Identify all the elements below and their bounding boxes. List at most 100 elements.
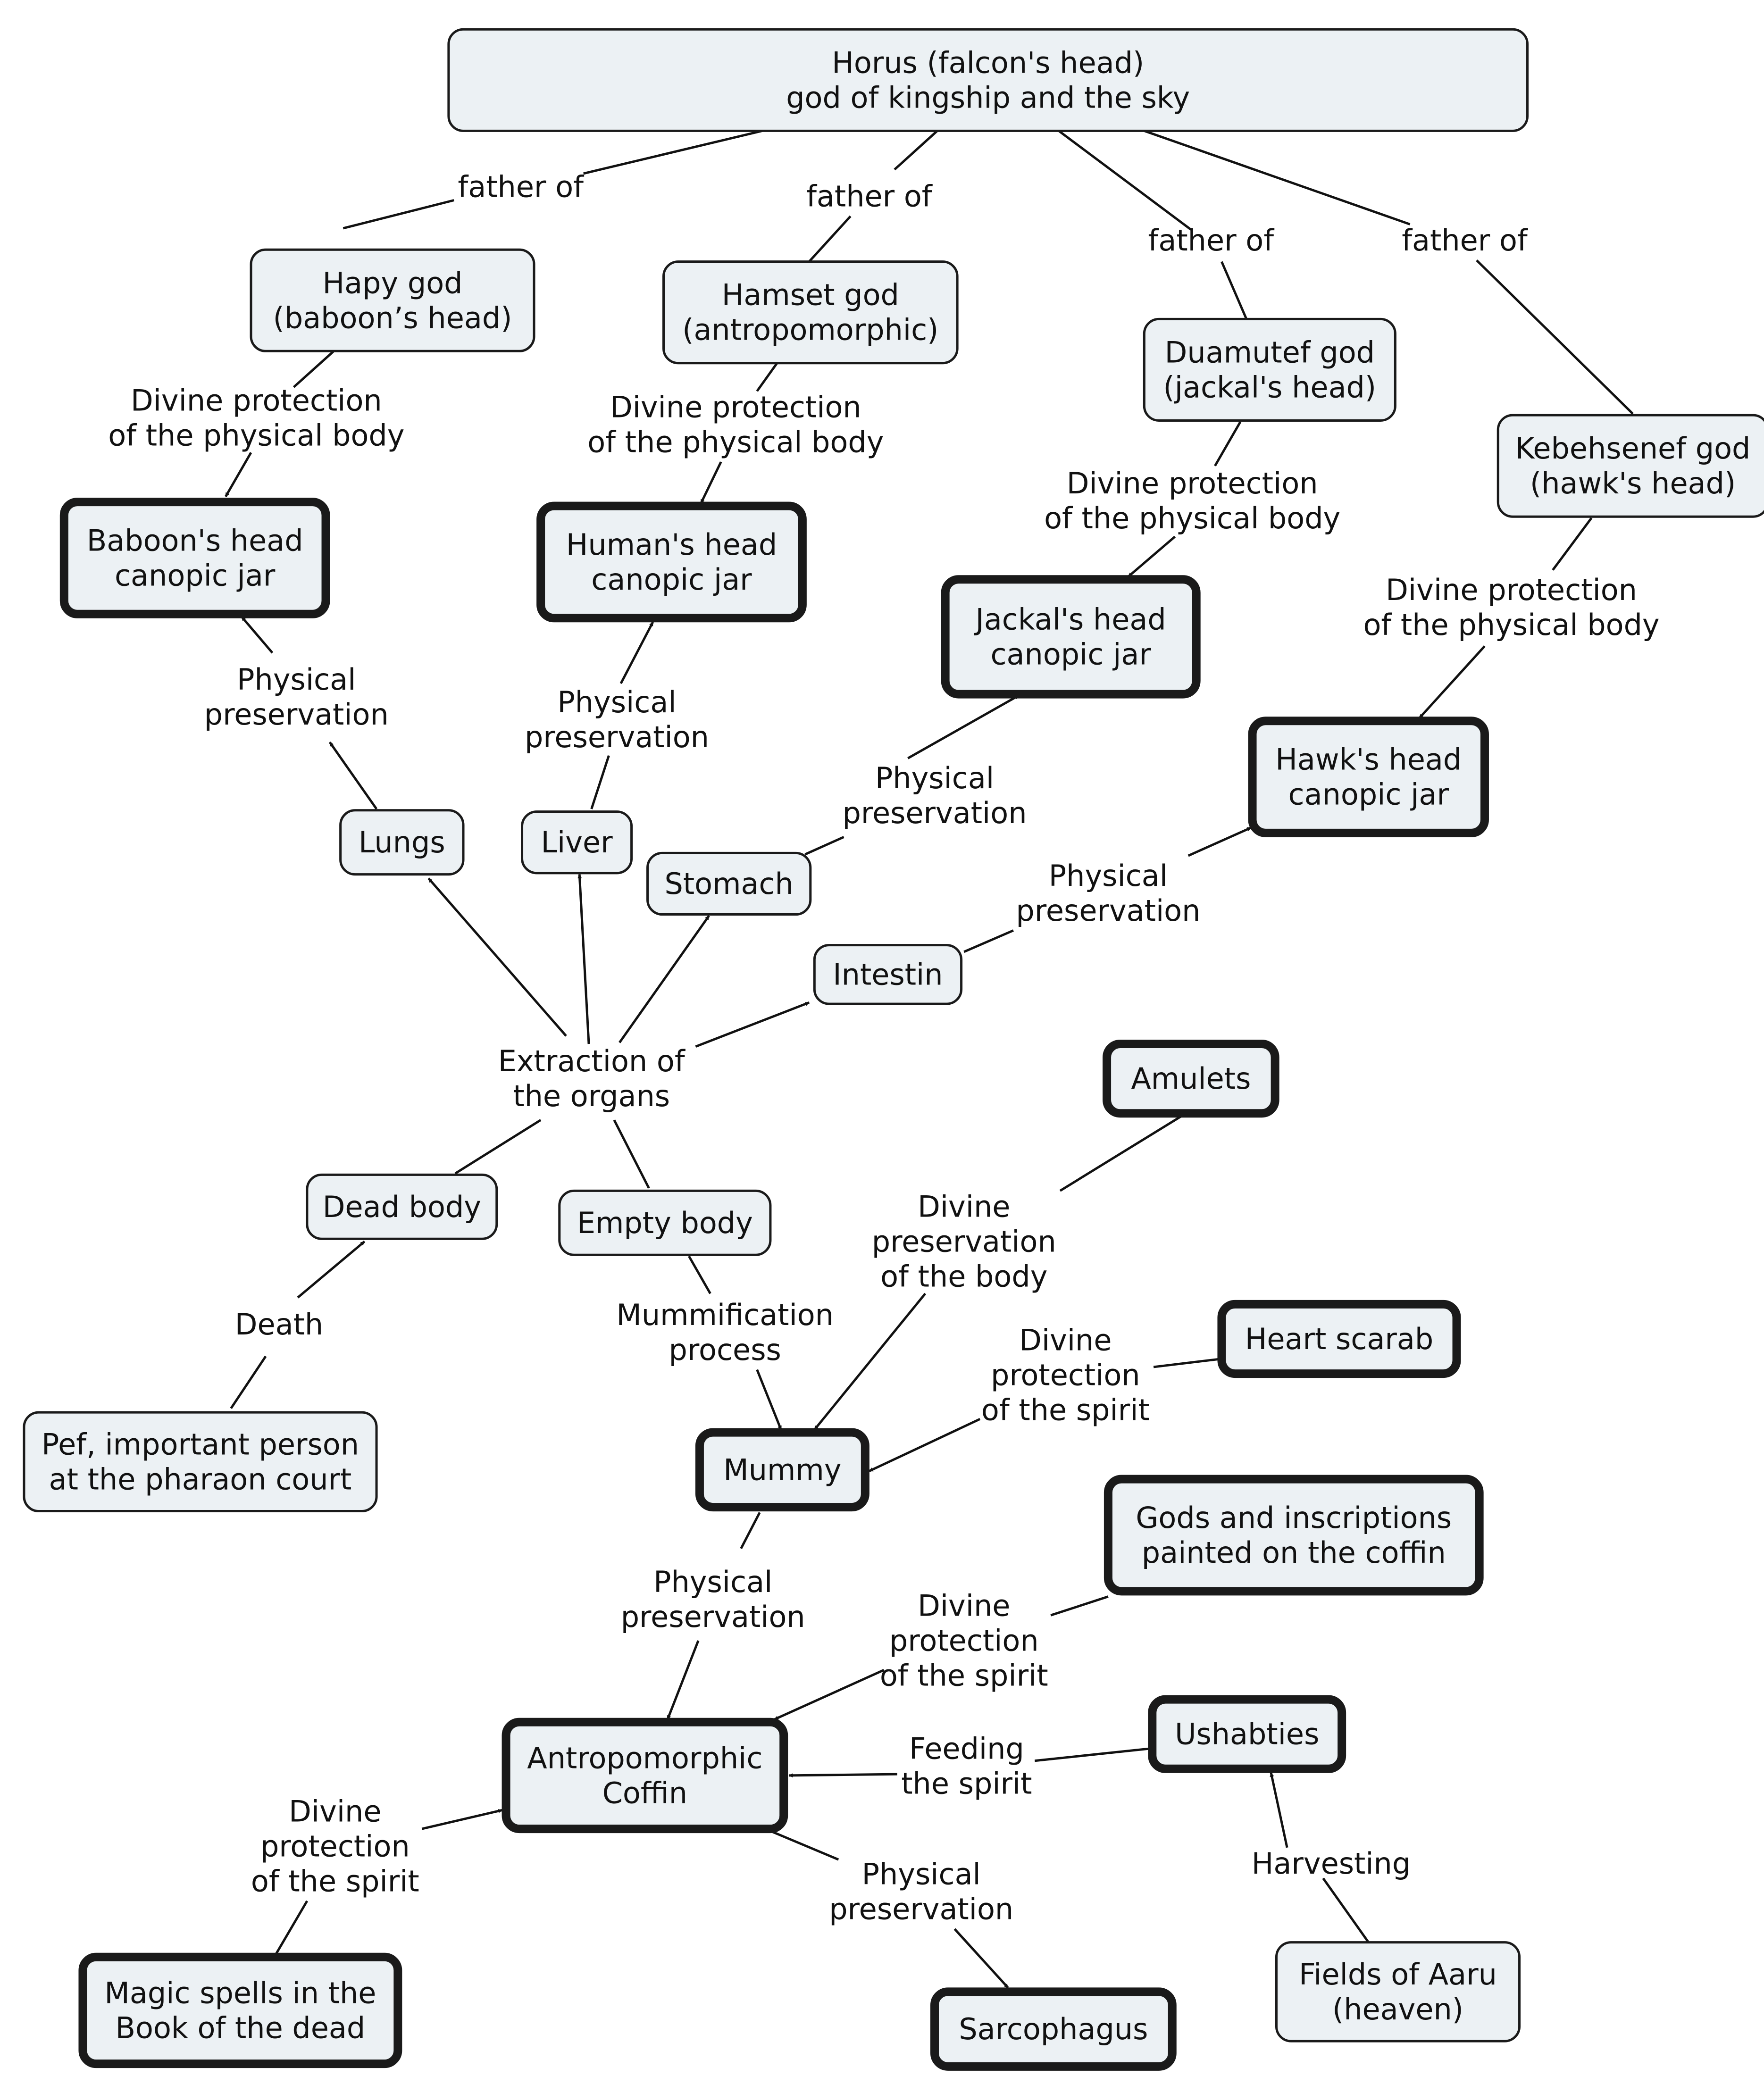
node-dead-body-line-1: Dead body [323,1190,481,1224]
connector-line [771,1830,839,1861]
node-amulets-line-1: Amulets [1131,1061,1251,1096]
link-divine-body-line-3: of the body [880,1259,1047,1293]
node-human-jar-line-2: canopic jar [591,562,752,597]
connector-line [613,1119,650,1189]
connector-arrow [427,877,567,1037]
link-extraction-line-2: the organs [513,1079,670,1113]
node-sarcophagus: Sarcophagus [930,1987,1177,2071]
connector-line [756,362,778,392]
node-mummy: Mummy [695,1428,869,1512]
node-pef-line-2: at the pharaon court [49,1462,352,1496]
connector-line [1214,421,1242,467]
connector-arrow [619,621,654,684]
link-extraction-line-1: Extraction of [498,1044,686,1078]
link-divine-hapy-line-2: of the physical body [108,418,404,452]
link-phys-stomach-line-1: Physical [875,761,994,795]
link-label-father-hamset: father of [806,179,933,214]
node-magic-spells-line-2: Book of the dead [116,2010,366,2045]
connector-line [583,129,763,175]
node-mummy-line-1: Mummy [723,1452,841,1487]
node-dead-body-box [306,1173,498,1240]
node-hamset-box [662,260,959,365]
connector-arrow [619,915,710,1043]
node-duamutef: Duamutef god(jackal's head) [1143,317,1396,422]
node-intestin-box [813,944,963,1005]
connector-line [293,350,335,388]
node-heart-scarab-box [1217,1300,1461,1378]
link-divine-kebehsenef-line-1: Divine protection [1386,573,1637,607]
connector-line [688,1255,711,1294]
node-ushabties-line-1: Ushabties [1175,1717,1319,1751]
connector-arrow [774,1669,885,1721]
node-lungs: Lungs [339,809,465,876]
node-mummy-box [695,1428,869,1512]
link-divine-body-line-1: Divine [918,1189,1010,1224]
connector-line [590,755,610,809]
link-phys-lungs-line-2: preservation [204,697,389,732]
node-heart-scarab: Heart scarab [1217,1300,1461,1378]
node-fields-aaru-line-1: Fields of Aaru [1299,1957,1497,1992]
connector-arrow [695,1001,810,1048]
link-divine-spirit-magic-line-3: of the spirit [251,1864,419,1898]
node-kebehsenef-line-1: Kebehsenef god [1515,431,1751,466]
link-phys-mummy-line-2: preservation [621,1600,805,1634]
link-divine-body-line-2: preservation [872,1224,1056,1259]
node-empty-body-line-1: Empty body [577,1206,753,1240]
connector-arrow [1187,826,1252,857]
node-coffin-line-2: Coffin [602,1776,687,1810]
node-hapy-line-1: Hapy god [323,266,463,300]
node-hamset-line-2: (antropomorphic) [682,313,938,347]
node-ushabties: Ushabties [1148,1695,1346,1773]
node-amulets-box [1103,1040,1279,1118]
node-hamset: Hamset god(antropomorphic) [662,260,959,365]
link-divine-spirit-magic-line-2: protection [260,1829,410,1863]
node-dead-body: Dead body [306,1173,498,1240]
node-horus-line-2: god of kingship and the sky [786,80,1190,115]
connector-line [1476,259,1634,415]
connector-line [343,199,454,230]
connector-line [1034,1747,1149,1762]
link-divine-spirit-magic-line-1: Divine [289,1794,381,1828]
link-feeding-line-2: the spirit [901,1767,1032,1801]
connector-line [1144,129,1411,225]
link-divine-hamset-line-1: Divine protection [610,390,861,424]
link-divine-kebehsenef-line-2: of the physical body [1363,608,1659,642]
link-label-father-hapy: father of [458,170,585,204]
node-hawk-jar-line-2: canopic jar [1288,777,1449,812]
node-hapy: Hapy god(baboon’s head) [250,248,535,352]
link-phys-mummy-line-1: Physical [653,1565,772,1599]
connector-line [1322,1877,1370,1943]
link-label-harvesting: Harvesting [1252,1846,1411,1881]
node-duamutef-line-2: (jackal's head) [1163,370,1377,404]
link-label-death: Death [235,1307,323,1342]
link-phys-intestin-line-1: Physical [1049,859,1168,893]
node-sarcophagus-box [930,1987,1177,2071]
link-divine-spirit-gods-line-1: Divine [918,1589,1010,1623]
node-jackal-jar-line-2: canopic jar [990,637,1151,671]
link-phys-lungs-line-1: Physical [237,662,356,697]
node-human-jar-line-1: Human's head [566,527,777,562]
node-coffin-line-1: Antropomorphic [527,1741,762,1775]
node-hamset-line-1: Hamset god [722,278,899,312]
connector-line [454,1119,542,1175]
node-liver: Liver [521,810,633,875]
connector-line [1050,1595,1109,1617]
link-death-line-1: Death [235,1307,323,1342]
node-fields-aaru: Fields of Aaru(heaven) [1275,1941,1521,2043]
node-gods-inscriptions-box [1104,1475,1484,1596]
node-gods-inscriptions-line-2: painted on the coffin [1142,1535,1446,1570]
node-duamutef-line-1: Duamutef god [1165,335,1375,369]
node-pef-box [23,1411,378,1513]
node-human-jar-box [536,501,807,623]
